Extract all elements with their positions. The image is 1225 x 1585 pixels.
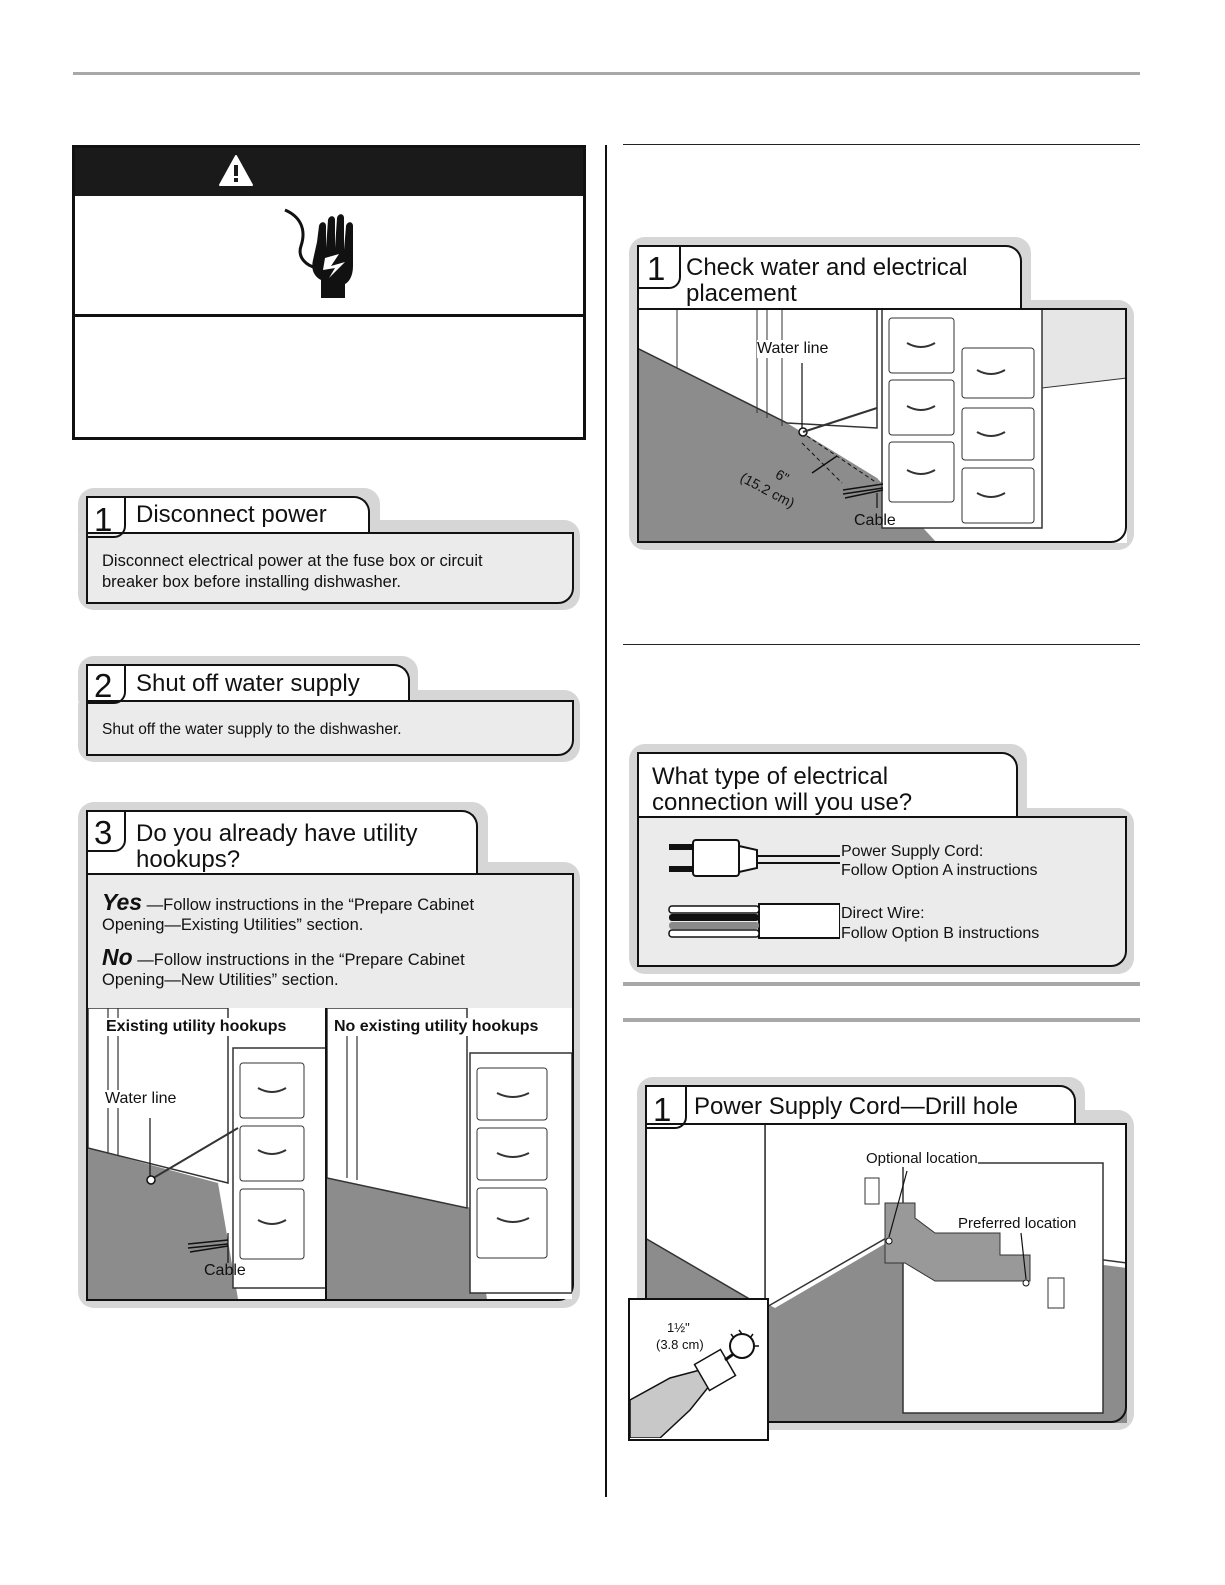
power-cord-plug-icon <box>665 838 840 880</box>
new-hookups-illustration <box>327 1008 572 1299</box>
header-rule <box>73 72 1140 75</box>
connection-title-line: What type of electrical <box>652 763 888 790</box>
section-rule <box>623 144 1140 145</box>
step-text-line: Disconnect electrical power at the fuse … <box>102 551 483 572</box>
warning-header <box>75 148 583 196</box>
water-line-label: Water line <box>757 340 828 358</box>
warning-divider <box>75 314 583 317</box>
warning-triangle-icon <box>218 154 254 188</box>
option-b-line: Direct Wire: <box>841 905 925 923</box>
warning-box <box>72 145 586 440</box>
step-text-line: Shut off the water supply to the dishwas… <box>102 719 402 740</box>
connection-title-line: connection will you use? <box>652 789 912 816</box>
existing-hookups-illustration <box>88 1008 326 1299</box>
step-title: Shut off water supply <box>136 670 360 697</box>
step-title: Disconnect power <box>136 501 327 528</box>
cable-label: Cable <box>854 512 896 530</box>
direct-wire-icon <box>667 902 840 940</box>
step-title: Power Supply Cord—Drill hole <box>694 1093 1018 1120</box>
column-divider <box>605 145 607 1497</box>
hole-saw-drill-icon <box>630 1300 766 1438</box>
cable-label: Cable <box>204 1262 246 1280</box>
step-title-line: hookups? <box>136 846 240 873</box>
step-title-line: placement <box>686 280 797 307</box>
step-title-line: Check water and electrical <box>686 254 967 281</box>
step-number: 2 <box>94 669 112 702</box>
step-number: 1 <box>647 252 665 285</box>
existing-hookups-caption: Existing utility hookups <box>106 1018 286 1036</box>
option-a-line: Follow Option A instructions <box>841 862 1038 880</box>
step-number: 1 <box>653 1093 671 1126</box>
step-number: 1 <box>94 503 112 536</box>
preferred-location-label: Preferred location <box>958 1215 1076 1232</box>
step-text-line: breaker box before installing dishwasher… <box>102 572 401 593</box>
hole-size-inches: 1½" <box>667 1320 690 1335</box>
section-rule <box>623 1018 1140 1022</box>
water-line-label: Water line <box>105 1090 176 1108</box>
no-hookups-caption: No existing utility hookups <box>334 1018 538 1036</box>
option-a-line: Power Supply Cord: <box>841 843 983 861</box>
step-title-line: Do you already have utility <box>136 820 417 847</box>
optional-location-label: Optional location <box>866 1150 978 1167</box>
yes-instruction-line2: Opening—Existing Utilities” section. <box>102 915 363 936</box>
no-instruction-line2: Opening—New Utilities” section. <box>102 970 339 991</box>
section-rule <box>623 982 1140 986</box>
electrical-shock-hand-icon <box>277 206 367 301</box>
hole-size-cm: (3.8 cm) <box>656 1337 704 1352</box>
option-b-line: Follow Option B instructions <box>841 925 1039 943</box>
step-number: 3 <box>94 816 112 849</box>
drill-bit-inset <box>628 1298 769 1441</box>
section-rule <box>623 644 1140 645</box>
yes-instruction: Yes —Follow instructions in the “Prepare… <box>102 892 562 916</box>
no-instruction: No —Follow instructions in the “Prepare … <box>102 947 562 971</box>
